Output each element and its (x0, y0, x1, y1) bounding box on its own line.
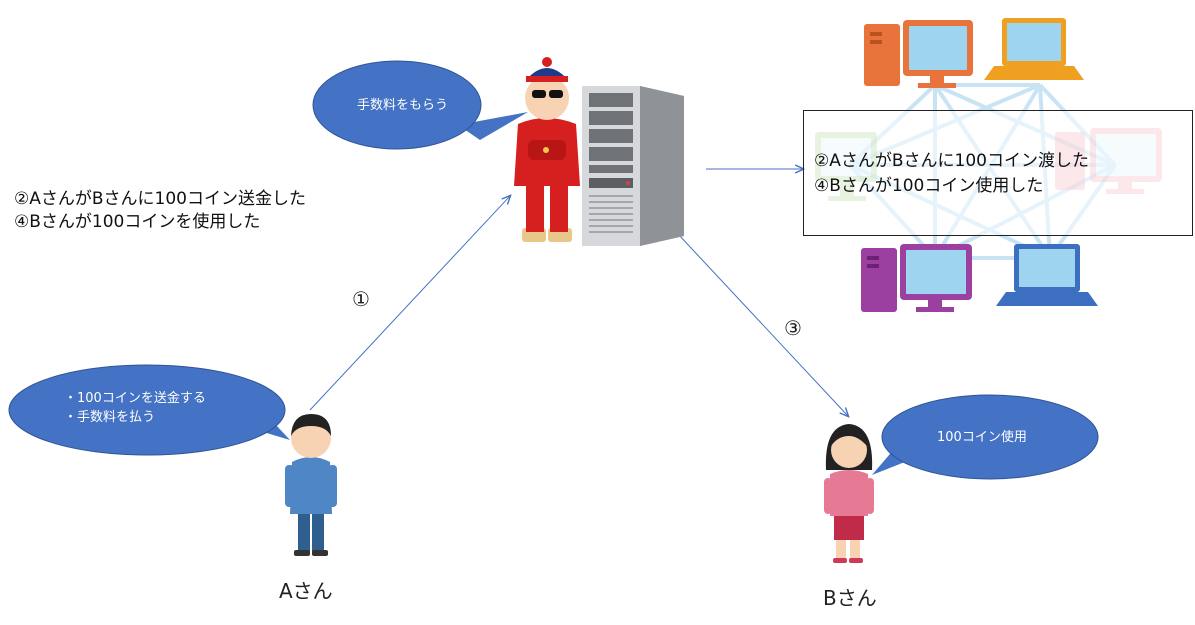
ledger-line-1: ②AさんがBさんに100コイン渡した (814, 151, 1089, 171)
ledger-line-2: ④Bさんが100コイン使用した (814, 176, 1044, 196)
laptop-orange-icon (984, 18, 1084, 80)
bubble-receiver-text: 100コイン使用 (937, 430, 1027, 445)
step-1-label: ① (352, 287, 370, 311)
server-icon (582, 86, 684, 246)
records-left: ②AさんがBさんに100コイン送金した ④Bさんが100コインを使用した (14, 188, 306, 234)
laptop-blue-icon (996, 244, 1098, 306)
computer-purple-icon (861, 244, 972, 312)
speech-bubble-receiver (872, 394, 1099, 480)
ledger-box-text: ②AさんがBさんに100コイン渡した ④Bさんが100コイン使用した (814, 149, 1089, 199)
bubble-sender-line-2: ・手数料を払う (64, 410, 156, 425)
computer-orange-icon (864, 20, 973, 88)
bubble-sender-text: ・100コインを送金する ・手数料を払う (64, 389, 206, 427)
person-a-label: Aさん (279, 579, 333, 603)
operator-figure (514, 57, 580, 242)
arrow-step-3 (677, 233, 848, 416)
ledger-box: ②AさんがBさんに100コイン渡した ④Bさんが100コイン使用した (803, 110, 1193, 236)
records-left-line-1: ②AさんがBさんに100コイン送金した (14, 189, 306, 209)
person-b-figure (824, 424, 874, 563)
speech-bubble-fee (312, 60, 528, 150)
step-3-label: ③ (784, 316, 802, 340)
arrow-step-1 (309, 196, 510, 411)
speech-bubble-sender (8, 364, 290, 456)
records-left-line-2: ④Bさんが100コインを使用した (14, 212, 261, 232)
bubble-fee-text: 手数料をもらう (357, 98, 449, 113)
person-b-label: Bさん (823, 586, 877, 610)
person-a-figure (285, 414, 337, 556)
bubble-sender-line-1: ・100コインを送金する (64, 391, 206, 406)
